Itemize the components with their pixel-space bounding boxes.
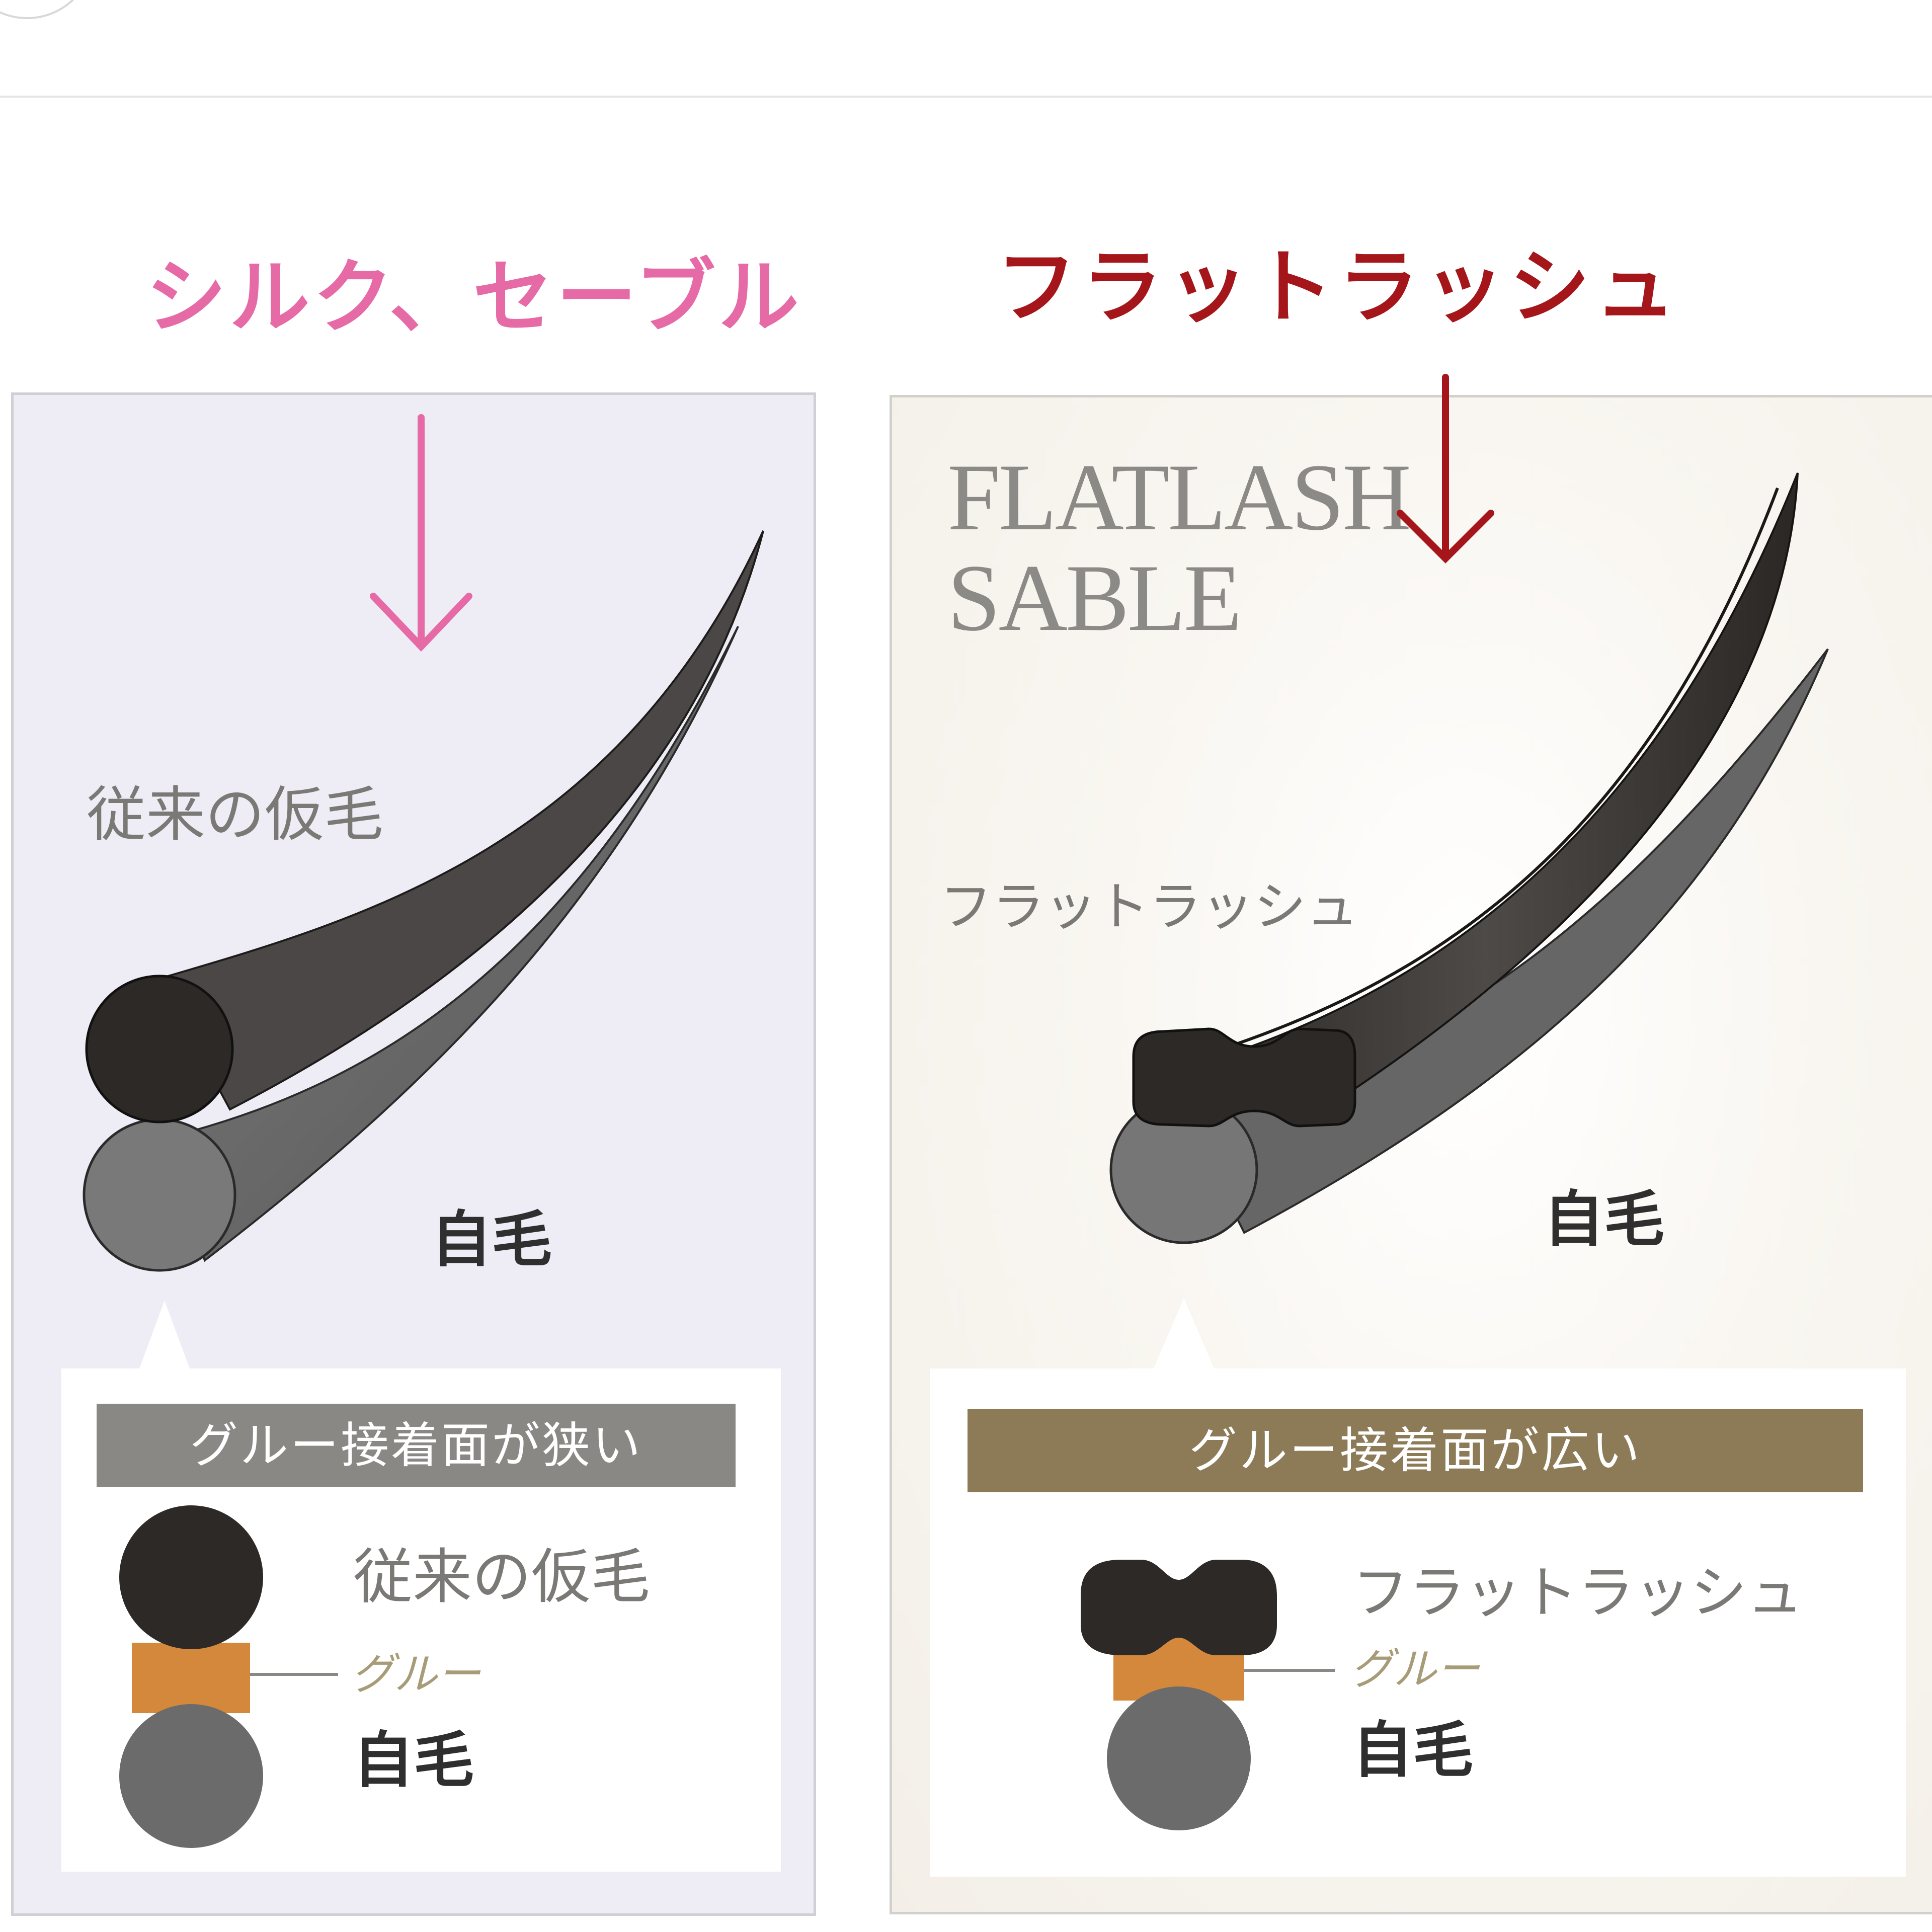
flatlash-illustration (1109, 472, 1829, 1244)
natural-label: 自毛 (431, 1205, 552, 1275)
lash-cross-section (119, 1505, 263, 1649)
natural-cross-section (119, 1704, 263, 1848)
pink-arrow-icon (370, 414, 472, 652)
pointer-icon-right (1154, 1298, 1214, 1369)
info-box: グルー接着面が狭い 従来の仮毛 グルー 自毛 (61, 1369, 781, 1872)
panel-flatlash: FLATLASH SABLE フラットラッシュ 自毛 グルー接着面が広い (890, 374, 1932, 1914)
heading-silk-sable: シルク、セーブル (146, 250, 802, 344)
brand-line-1: FLATLASH (947, 445, 1411, 550)
banner-narrow: グルー接着面が狭い (97, 1404, 736, 1487)
flat-lash-body (1170, 472, 1799, 1113)
cross-section-diagram-right (1081, 1560, 1335, 1830)
section-natural-label-right: 自毛 (1352, 1716, 1473, 1786)
brand-name: FLATLASH SABLE (947, 445, 1411, 651)
top-bar (0, 0, 1932, 98)
banner-wide: グルー接着面が広い (968, 1409, 1863, 1492)
extension-lash-end (85, 975, 234, 1123)
natural-hair (158, 626, 739, 1262)
glue-area (132, 1643, 250, 1713)
extension-lash (158, 530, 764, 1111)
section-lash-label: 従来の仮毛 (353, 1542, 651, 1612)
red-arrow-icon (1397, 374, 1494, 564)
section-natural-label: 自毛 (353, 1726, 474, 1796)
heading-flatlash: フラットラッシュ (996, 239, 1681, 334)
info-box-right: グルー接着面が広い フラットラッシュ グルー 自毛 (930, 1369, 1906, 1877)
flat-lash-end (1132, 1027, 1356, 1128)
natural-cross-section-right (1107, 1686, 1251, 1830)
panel-silk-sable: 従来の仮毛 自毛 グルー接着面が狭い 従来の仮毛 グルー 自毛 (11, 392, 816, 1916)
lash-illustration (83, 530, 764, 1272)
section-flatlash-label: フラットラッシュ (1352, 1560, 1803, 1626)
flatlash-label: フラットラッシュ (940, 876, 1359, 937)
flatlash-cross-section (1081, 1560, 1277, 1655)
pointer-icon (139, 1301, 190, 1369)
section-glue-label-right: グルー (1350, 1644, 1480, 1695)
brand-line-2: SABLE (947, 545, 1242, 651)
cross-section-diagram (119, 1505, 338, 1848)
natural-label-right: 自毛 (1544, 1185, 1664, 1255)
lash-label: 従来の仮毛 (87, 780, 384, 849)
section-glue-label: グルー (351, 1649, 480, 1700)
avatar[interactable] (0, 0, 95, 19)
